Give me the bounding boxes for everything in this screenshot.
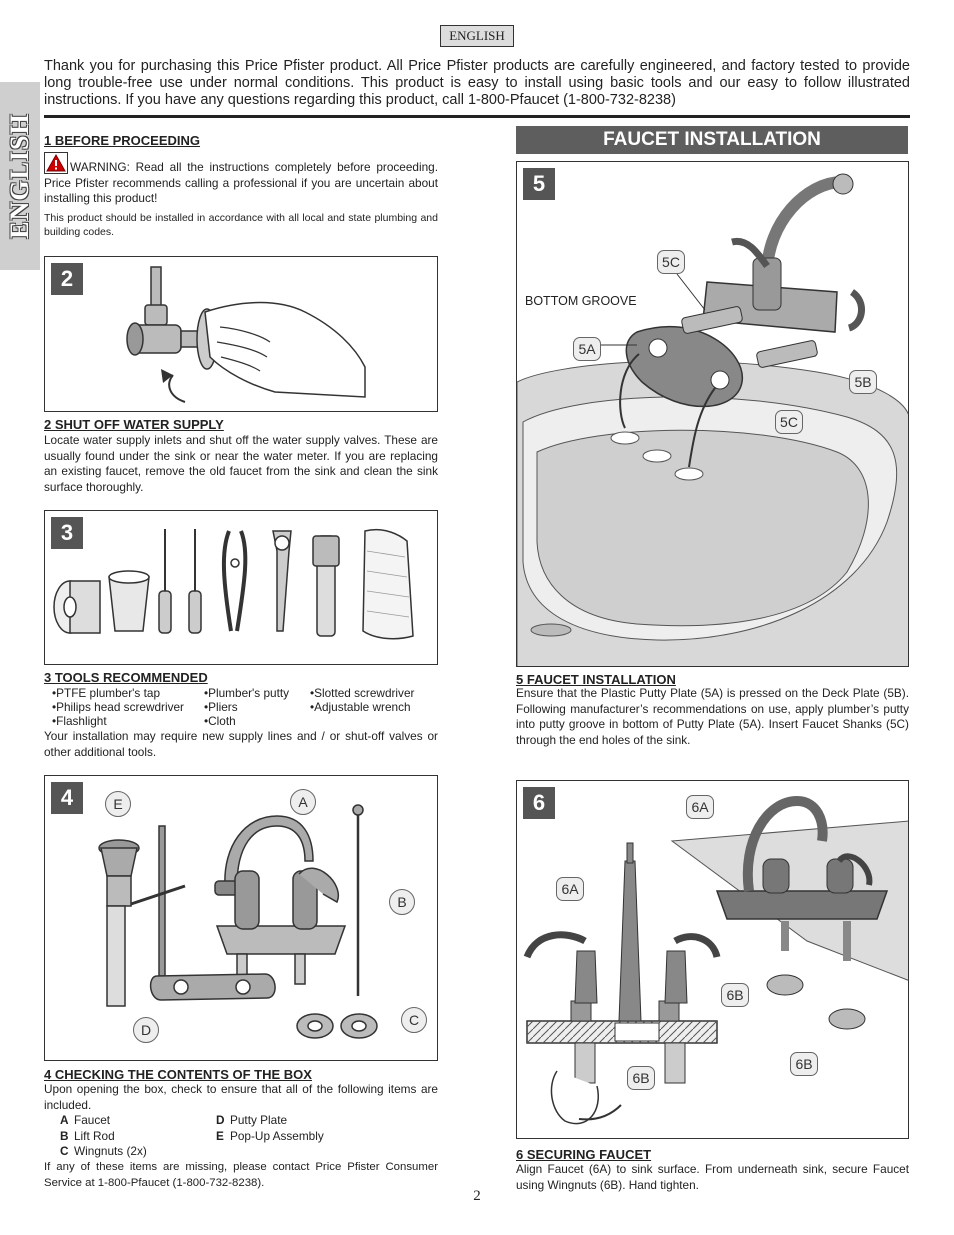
callout-a: A [290, 789, 316, 815]
tool-item: •Philips head screwdriver [52, 700, 184, 714]
callout-6a-left: 6A [556, 877, 584, 901]
content-name: Faucet [74, 1113, 111, 1127]
tool-item: •Pliers [204, 700, 238, 714]
section3-heading: 3 TOOLS RECOMMENDED [44, 670, 208, 685]
header-rule [44, 115, 910, 118]
content-item: A Faucet [60, 1113, 110, 1129]
callout-6b-bottom-left: 6B [627, 1066, 655, 1090]
tool-item: •Plumber's putty [204, 686, 290, 700]
callout-5b: 5B [849, 370, 877, 394]
callout-6b-mid: 6B [721, 983, 749, 1007]
bottom-groove-label: BOTTOM GROOVE [525, 294, 637, 308]
content-item: E Pop-Up Assembly [216, 1129, 324, 1145]
language-label: ENGLISH [440, 25, 514, 47]
content-letter: E [216, 1128, 224, 1143]
section1-note: This product should be installed in acco… [44, 212, 438, 238]
tool-item: •Slotted screwdriver [310, 686, 415, 700]
step-number-5: 5 [523, 168, 555, 200]
section1-heading: 1 BEFORE PROCEEDING [44, 133, 201, 148]
content-letter: A [60, 1113, 69, 1127]
panel-securing-faucet: 6 6A 6A 6B 6B 6B [516, 780, 909, 1139]
content-letter: D [216, 1113, 225, 1127]
callout-c: C [401, 1007, 427, 1033]
step-number-6: 6 [523, 787, 555, 819]
section2-body: Locate water supply inlets and shut off … [44, 433, 438, 494]
step-number-4: 4 [51, 782, 83, 814]
step-number-3: 3 [51, 517, 83, 549]
faucet-install-illustration [517, 173, 908, 666]
callout-5a: 5A [573, 337, 601, 361]
step-number-2: 2 [51, 263, 83, 295]
tool-item: •Flashlight [52, 714, 107, 728]
content-name: Putty Plate [230, 1113, 288, 1127]
panel-tools: 3 [44, 510, 438, 665]
section6-body: Align Faucet (6A) to sink surface. From … [516, 1162, 909, 1192]
warning-icon [44, 152, 68, 174]
panel-shut-off-water: 2 [44, 256, 438, 412]
section4-footer: If any of these items are missing, pleas… [44, 1161, 438, 1189]
shut-off-valve-illustration [126, 266, 366, 403]
callout-b: B [389, 889, 415, 915]
section6-heading: 6 SECURING FAUCET [516, 1147, 652, 1162]
content-item: D Putty Plate [216, 1113, 287, 1129]
content-name: Lift Rod [74, 1128, 115, 1143]
content-item: B Lift Rod [60, 1129, 115, 1145]
callout-5c-bottom: 5C [775, 410, 803, 434]
callout-5c-top: 5C [657, 250, 685, 274]
box-contents-illustration [98, 804, 378, 1039]
section4-body: Upon opening the box, check to ensure th… [44, 1082, 438, 1112]
tools-illustration [53, 529, 414, 640]
content-letter: B [60, 1128, 69, 1143]
content-item: C Wingnuts (2x) [60, 1144, 147, 1160]
tool-item: •Adjustable wrench [310, 700, 411, 714]
section4-heading: 4 CHECKING THE CONTENTS OF THE BOX [44, 1067, 312, 1082]
panel-faucet-installation: 5 5C BOTTOM GROOVE 5A 5B 5C [516, 161, 909, 667]
content-name: Wingnuts (2x) [74, 1144, 147, 1158]
faucet-installation-banner: FAUCET INSTALLATION [516, 126, 908, 154]
section5-heading: 5 FAUCET INSTALLATION [516, 672, 676, 687]
side-language-tab: ENGLISH [0, 82, 40, 270]
section5-body: Ensure that the Plastic Putty Plate (5A)… [516, 686, 909, 747]
section1-warning-text: WARNING: Read all the instructions compl… [44, 160, 438, 205]
side-tab-text: ENGLISH [5, 113, 34, 239]
callout-e: E [105, 791, 131, 817]
intro-paragraph: Thank you for purchasing this Price Pfis… [44, 58, 910, 108]
tool-item: •Cloth [204, 714, 236, 728]
callout-d: D [133, 1017, 159, 1043]
securing-faucet-illustration [523, 795, 908, 1125]
section1-warning: WARNING: Read all the instructions compl… [44, 152, 438, 207]
page-number: 2 [473, 1188, 481, 1204]
section3-body: Your installation may require new supply… [44, 729, 438, 759]
content-letter: C [60, 1144, 69, 1158]
panel-box-contents: 4 E A B C D [44, 775, 438, 1061]
section2-heading: 2 SHUT OFF WATER SUPPLY [44, 417, 224, 432]
content-name: Pop-Up Assembly [230, 1128, 324, 1143]
tool-item: •PTFE plumber's tap [52, 686, 161, 700]
callout-6a-top: 6A [686, 795, 714, 819]
callout-6b-right: 6B [790, 1052, 818, 1076]
